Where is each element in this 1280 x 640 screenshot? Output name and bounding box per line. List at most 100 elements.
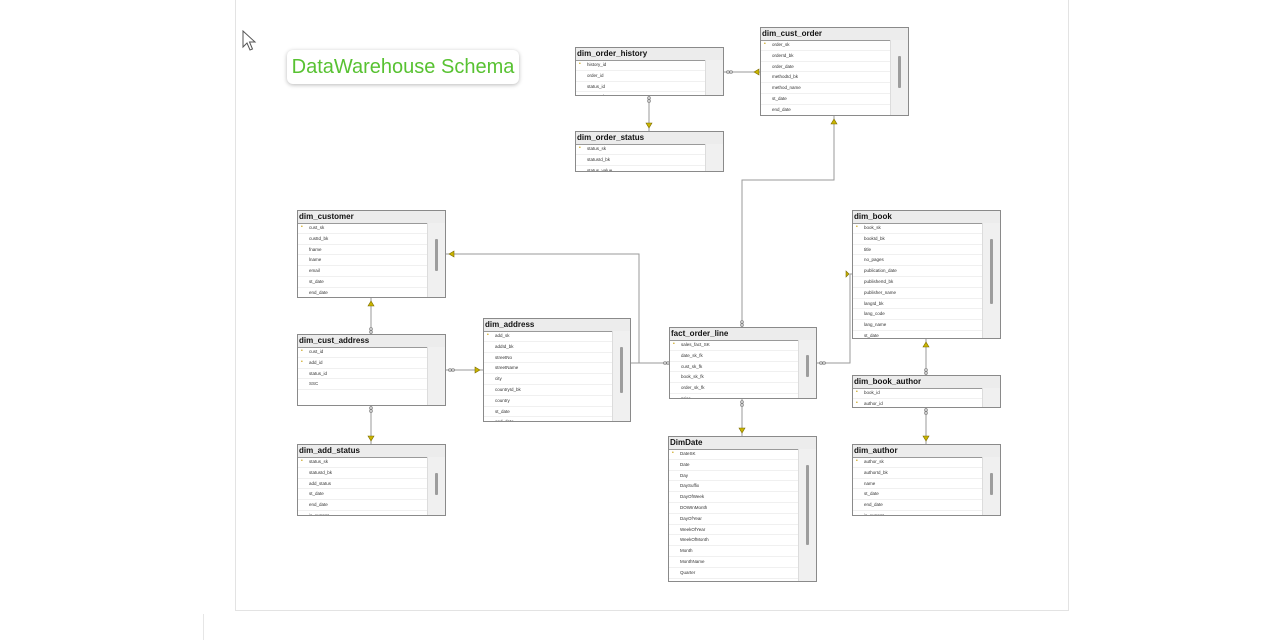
field-row[interactable]: cust_sk_fk <box>670 362 799 373</box>
table-header[interactable]: dim_cust_address <box>298 335 445 348</box>
field-row[interactable]: DayOfWeek <box>669 492 799 503</box>
table-header[interactable]: dim_order_history <box>576 48 723 61</box>
field-row[interactable]: lang_code <box>853 309 983 321</box>
field-row[interactable]: •author_sk <box>853 457 983 468</box>
field-row[interactable]: streetName <box>484 363 613 375</box>
field-row[interactable]: •cust_sk <box>298 223 428 234</box>
scrollbar[interactable] <box>612 331 630 421</box>
field-row[interactable]: Date <box>669 460 799 471</box>
table-dim-book-author[interactable]: dim_book_author•book_id•author_id <box>852 375 1001 408</box>
field-row[interactable]: •DateSK <box>669 449 799 460</box>
field-row[interactable]: fname <box>298 245 428 256</box>
field-row[interactable]: •history_id <box>576 60 706 71</box>
field-row[interactable]: st_date <box>853 489 983 501</box>
scrollbar-thumb[interactable] <box>806 465 809 545</box>
field-row[interactable]: is_current <box>298 511 428 515</box>
table-header[interactable]: dim_author <box>853 445 1000 458</box>
field-row[interactable]: authorId_bk <box>853 468 983 479</box>
scrollbar-thumb[interactable] <box>435 239 438 271</box>
field-row[interactable]: publisher_name <box>853 288 983 299</box>
field-row[interactable]: statusId_bk <box>576 155 706 166</box>
scrollbar[interactable] <box>890 40 908 115</box>
table-header[interactable]: dim_order_status <box>576 132 723 145</box>
scrollbar-thumb[interactable] <box>990 473 993 495</box>
field-row[interactable]: status_value <box>576 166 706 171</box>
field-row[interactable]: order_sk_fk <box>670 383 799 394</box>
field-row[interactable]: end_date <box>298 500 428 511</box>
field-row[interactable]: addId_bk <box>484 342 613 353</box>
field-row[interactable]: statusId_bk <box>298 468 428 479</box>
scrollbar[interactable] <box>705 144 723 171</box>
scrollbar-thumb[interactable] <box>435 473 438 495</box>
field-row[interactable]: end_date <box>484 417 613 421</box>
table-header[interactable]: dim_customer <box>298 211 445 224</box>
field-row[interactable]: status_id <box>298 369 428 380</box>
scrollbar-thumb[interactable] <box>806 355 809 377</box>
field-row[interactable]: DaySuffix <box>669 481 799 493</box>
scrollbar[interactable] <box>982 388 1000 407</box>
scrollbar-thumb[interactable] <box>620 347 623 393</box>
field-row[interactable]: •add_sk <box>484 331 613 342</box>
scrollbar[interactable] <box>798 449 816 581</box>
field-row[interactable]: price <box>670 394 799 398</box>
field-row[interactable]: QuarterName <box>669 579 799 582</box>
table-header[interactable]: dim_book <box>853 211 1000 224</box>
field-row[interactable]: country <box>484 396 613 407</box>
field-row[interactable]: custId_bk <box>298 234 428 245</box>
field-row[interactable]: st_date <box>484 407 613 418</box>
field-row[interactable]: st_date <box>853 331 983 338</box>
field-row[interactable]: is_current <box>853 511 983 515</box>
field-row[interactable]: SSC <box>298 379 428 391</box>
scrollbar[interactable] <box>427 347 445 405</box>
field-row[interactable]: lname <box>298 255 428 267</box>
scrollbar[interactable] <box>982 457 1000 515</box>
field-row[interactable]: •add_id <box>298 358 428 369</box>
field-row[interactable]: langId_bk <box>853 299 983 310</box>
field-row[interactable]: Day <box>669 471 799 482</box>
field-row[interactable]: st_date <box>298 277 428 288</box>
scrollbar[interactable] <box>427 223 445 297</box>
scrollbar[interactable] <box>427 457 445 515</box>
field-row[interactable]: streetNo <box>484 353 613 364</box>
field-row[interactable]: book_sk_fk <box>670 372 799 384</box>
field-row[interactable]: bookId_bk <box>853 234 983 245</box>
field-row[interactable]: method_name <box>761 83 891 94</box>
field-row[interactable]: add_status <box>298 479 428 490</box>
field-row[interactable]: DayOfYear <box>669 514 799 525</box>
field-row[interactable]: countryId_bk <box>484 385 613 396</box>
field-row[interactable]: st_date <box>298 489 428 501</box>
field-row[interactable]: publisherId_bk <box>853 277 983 288</box>
field-row[interactable]: email <box>298 266 428 277</box>
field-row[interactable]: lang_name <box>853 320 983 331</box>
table-header[interactable]: dim_book_author <box>853 376 1000 389</box>
field-row[interactable]: city <box>484 374 613 385</box>
field-row[interactable]: •status_sk <box>576 144 706 155</box>
field-row[interactable]: •sales_fact_SK <box>670 340 799 351</box>
table-header[interactable]: dim_cust_order <box>761 28 908 41</box>
scrollbar[interactable] <box>705 60 723 95</box>
field-row[interactable]: end_date <box>298 288 428 297</box>
field-row[interactable]: Month <box>669 546 799 557</box>
field-row[interactable]: •book_id <box>853 388 983 399</box>
field-row[interactable]: order_id <box>576 71 706 82</box>
field-row[interactable]: date_sk_fk <box>670 351 799 362</box>
field-row[interactable]: st_date <box>761 94 891 105</box>
field-row[interactable]: status_date <box>576 92 706 95</box>
field-row[interactable]: status_id <box>576 82 706 93</box>
scrollbar-thumb[interactable] <box>990 239 993 304</box>
field-row[interactable]: WeekOfYear <box>669 525 799 536</box>
field-row[interactable]: publication_date <box>853 266 983 277</box>
field-row[interactable]: MonthName <box>669 557 799 568</box>
table-header[interactable]: dim_add_status <box>298 445 445 458</box>
field-row[interactable]: •author_id <box>853 399 983 407</box>
table-header[interactable]: dim_address <box>484 319 630 332</box>
field-row[interactable]: no_pages <box>853 255 983 267</box>
